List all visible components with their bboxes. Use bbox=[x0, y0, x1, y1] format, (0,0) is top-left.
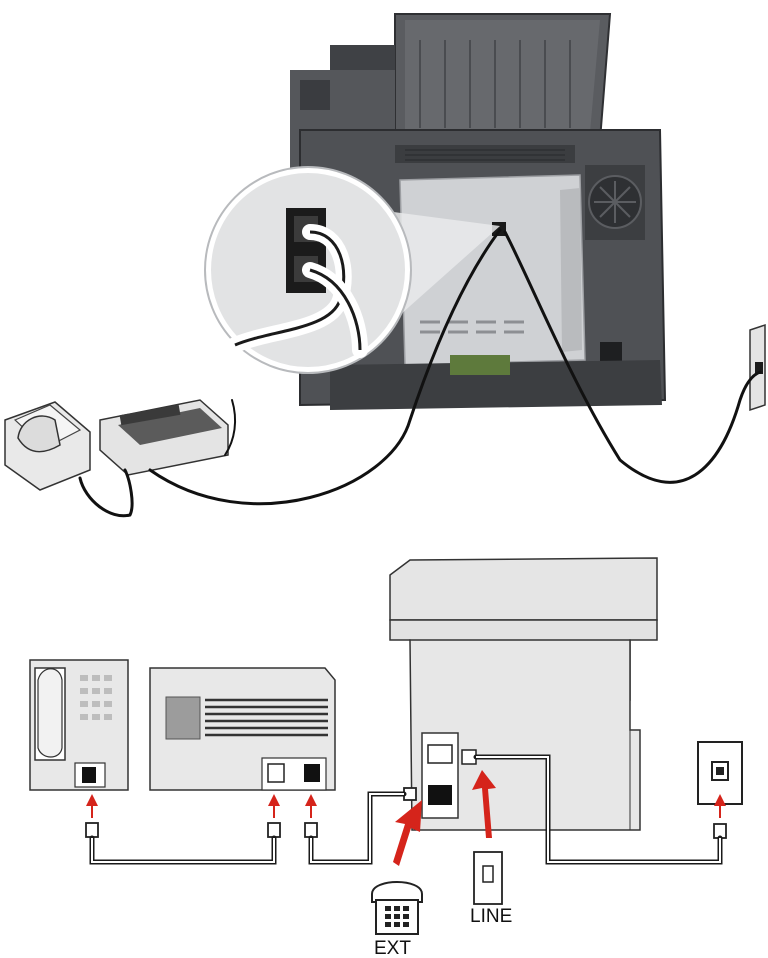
red-arrows bbox=[86, 770, 726, 866]
telephone-top bbox=[4, 401, 91, 491]
printer-schematic bbox=[389, 557, 658, 831]
telephone-schematic bbox=[29, 659, 129, 791]
bottom-schematic: LINE EXT bbox=[29, 557, 743, 958]
telephone-icon bbox=[371, 881, 423, 935]
magnifier-callout bbox=[204, 166, 500, 374]
line-wall-plate bbox=[473, 851, 503, 905]
cable-plugs bbox=[85, 787, 727, 839]
top-scene bbox=[4, 13, 766, 518]
answering-machine-schematic bbox=[149, 667, 336, 791]
line-label: LINE bbox=[470, 906, 512, 927]
wall-jack-top bbox=[749, 323, 766, 412]
ext-label: EXT bbox=[374, 938, 411, 958]
answering-machine-top bbox=[99, 399, 229, 476]
cables-top bbox=[78, 228, 762, 518]
printer-rear-view bbox=[290, 13, 667, 410]
wall-jack-icon bbox=[697, 741, 743, 805]
